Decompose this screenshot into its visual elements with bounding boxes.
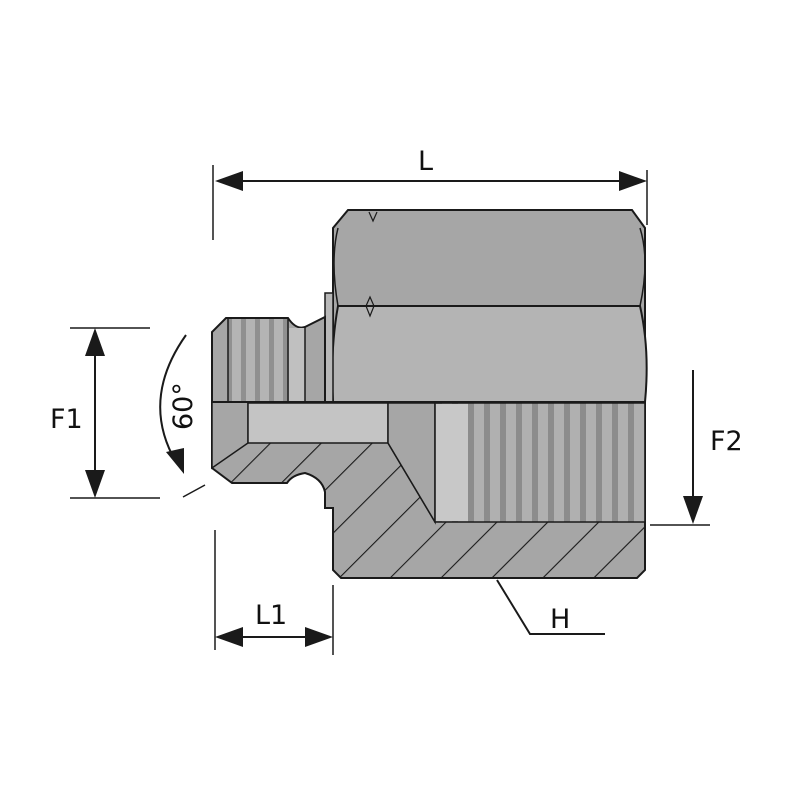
arrow-up-icon	[85, 328, 105, 356]
hex-mark-icon	[365, 295, 375, 318]
arrow-left-icon	[215, 627, 243, 647]
label-L1: L1	[255, 600, 287, 631]
arrow-down-icon	[683, 496, 703, 524]
arrowheads	[85, 171, 703, 647]
label-F1: F1	[50, 404, 83, 435]
female-thread	[434, 402, 646, 523]
small-bore	[247, 402, 389, 444]
label-angle: 60°	[168, 382, 199, 430]
washer	[324, 292, 334, 403]
label-H: H	[550, 604, 570, 635]
arc-arrow-icon	[166, 448, 184, 474]
label-L: L	[418, 146, 433, 177]
arrow-left-icon	[215, 171, 243, 191]
hex-body	[331, 209, 648, 403]
dimension-lines	[70, 165, 710, 655]
arrow-down-icon	[85, 470, 105, 498]
hex-mark-icon	[368, 211, 378, 223]
male-thread	[228, 319, 288, 402]
arrow-right-icon	[305, 627, 333, 647]
section-view	[211, 401, 646, 579]
arrow-right-icon	[619, 171, 647, 191]
male-stub	[211, 315, 326, 403]
label-F2: F2	[710, 426, 743, 457]
